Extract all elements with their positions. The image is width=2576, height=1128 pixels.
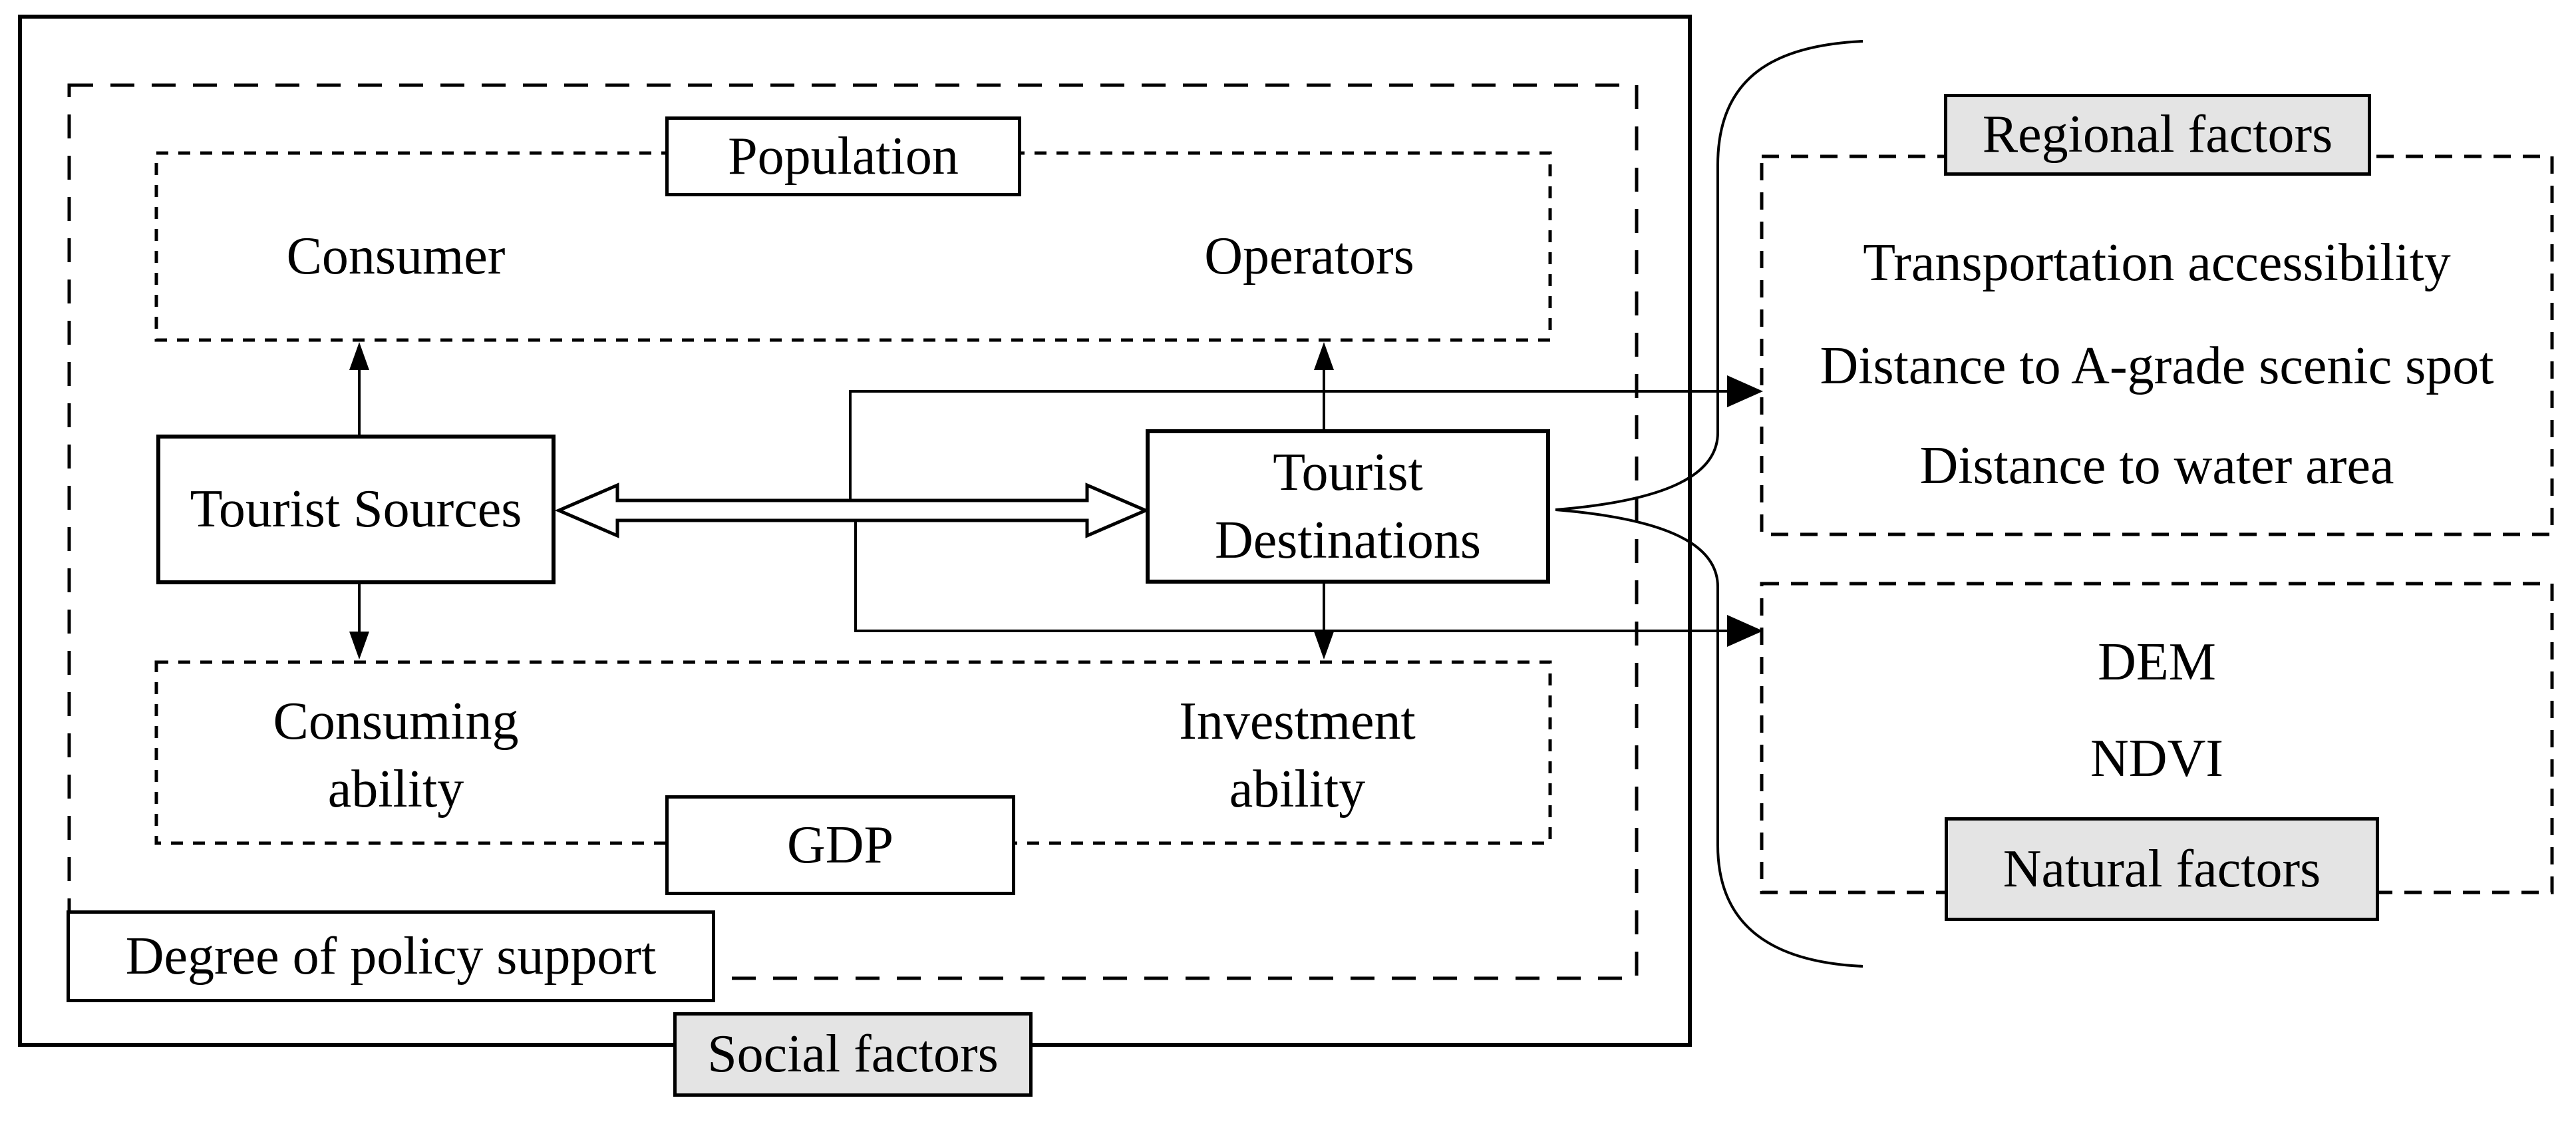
- consuming-ability-text: Consuming ability: [230, 675, 562, 835]
- social-factors-label: Social factors: [707, 1025, 999, 1084]
- distance-scenic-spot-label: Distance to A-grade scenic spot: [1820, 336, 2494, 395]
- consumer-text: Consumer: [230, 220, 562, 293]
- regional-factor-item: Distance to water area: [1762, 429, 2552, 502]
- distance-water-area-label: Distance to water area: [1919, 436, 2394, 495]
- connector-to-regional-arrowhead: [1727, 375, 1763, 407]
- transportation-accessibility-label: Transportation accessibility: [1863, 233, 2451, 292]
- policy-support-box: Degree of policy support: [67, 910, 715, 1002]
- sources-consuming-arrowhead: [349, 632, 369, 659]
- investment-ability-text: Investment ability: [1131, 675, 1464, 835]
- tourist-sources-label: Tourist Sources: [190, 480, 522, 539]
- social-factors-category-box: Social factors: [673, 1012, 1033, 1097]
- natural-factors-label: Natural factors: [2003, 839, 2321, 898]
- consuming-ability-label: Consuming ability: [273, 691, 519, 819]
- population-box: Population: [665, 116, 1021, 196]
- connector-to-regional-line: [849, 390, 1730, 500]
- grouping-brace: [1555, 40, 1863, 968]
- operators-text: Operators: [1143, 220, 1476, 293]
- sources-destinations-double-arrow: [554, 482, 1150, 538]
- tourist-sources-box: Tourist Sources: [156, 435, 556, 584]
- natural-factors-category-box: Natural factors: [1945, 817, 2379, 921]
- connector-to-natural-arrowhead: [1727, 615, 1763, 647]
- ndvi-label: NDVI: [2090, 729, 2223, 788]
- regional-factors-category-box: Regional factors: [1944, 94, 2371, 176]
- consumer-label: Consumer: [286, 226, 506, 285]
- population-label: Population: [728, 126, 959, 186]
- dem-label: DEM: [2098, 632, 2216, 691]
- natural-factor-item: DEM: [1762, 626, 2552, 699]
- gdp-label: GDP: [786, 815, 894, 874]
- tourist-destinations-box: Tourist Destinations: [1146, 429, 1550, 584]
- regional-factors-label: Regional factors: [1982, 105, 2333, 164]
- regional-factor-item: Transportation accessibility: [1762, 226, 2552, 299]
- social-factors-dashed-border: [67, 83, 1639, 980]
- sources-consumer-arrowhead: [349, 342, 369, 370]
- operators-label: Operators: [1204, 226, 1414, 285]
- policy-support-label: Degree of policy support: [125, 926, 657, 986]
- tourist-destinations-label: Tourist Destinations: [1215, 443, 1481, 570]
- investment-ability-label: Investment ability: [1179, 691, 1416, 819]
- gdp-box: GDP: [665, 795, 1015, 895]
- regional-factor-item: Distance to A-grade scenic spot: [1762, 329, 2552, 403]
- destinations-investment-arrowhead: [1314, 632, 1334, 659]
- destinations-operators-arrowhead: [1314, 342, 1334, 370]
- natural-factor-item: NDVI: [1762, 722, 2552, 795]
- connector-to-natural-line: [854, 520, 1730, 632]
